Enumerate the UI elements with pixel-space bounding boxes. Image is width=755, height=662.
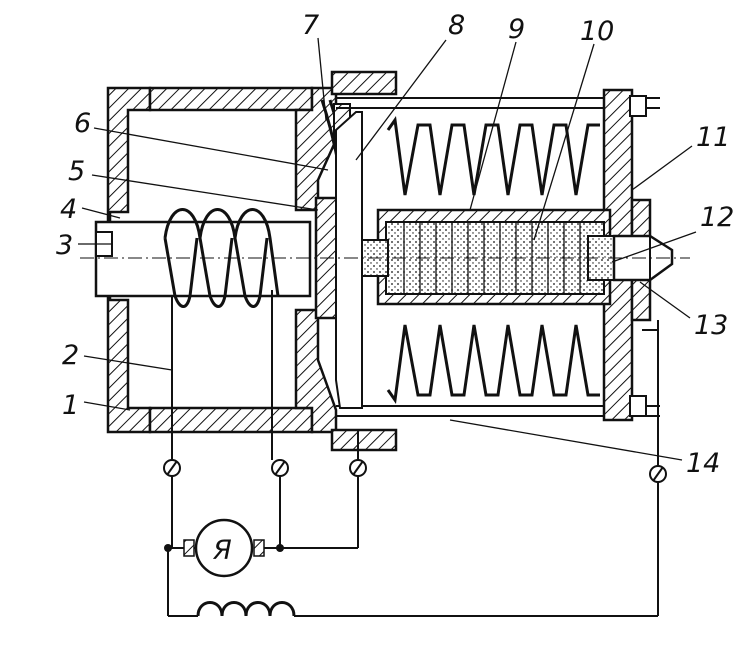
cooling-fins [386,115,600,405]
coil-winding [163,208,280,460]
label-14: 14 [686,448,720,479]
label-5: 5 [68,156,85,187]
label-7: 7 [302,10,319,41]
field-winding [167,548,658,617]
motor-symbol: Я [212,535,232,566]
part-labels: 7 8 9 10 6 5 4 3 2 1 11 12 13 14 [56,10,734,479]
wiring: Я [163,320,667,617]
pile-housing [330,70,660,452]
terminal [649,465,667,483]
label-6: 6 [74,108,91,139]
terminal [163,459,181,477]
label-2: 2 [62,340,79,371]
label-8: 8 [448,10,465,41]
motor-armature: Я [183,518,265,578]
terminal [271,459,289,477]
leader-lines [78,37,697,461]
label-13: 13 [694,310,728,341]
label-9: 9 [508,14,525,45]
label-4: 4 [60,194,77,225]
terminal [349,459,367,477]
label-10: 10 [580,16,614,47]
label-1: 1 [62,390,79,421]
label-3: 3 [56,230,73,261]
label-12: 12 [700,202,734,233]
label-11: 11 [696,122,730,153]
carbon-pile [361,208,615,306]
